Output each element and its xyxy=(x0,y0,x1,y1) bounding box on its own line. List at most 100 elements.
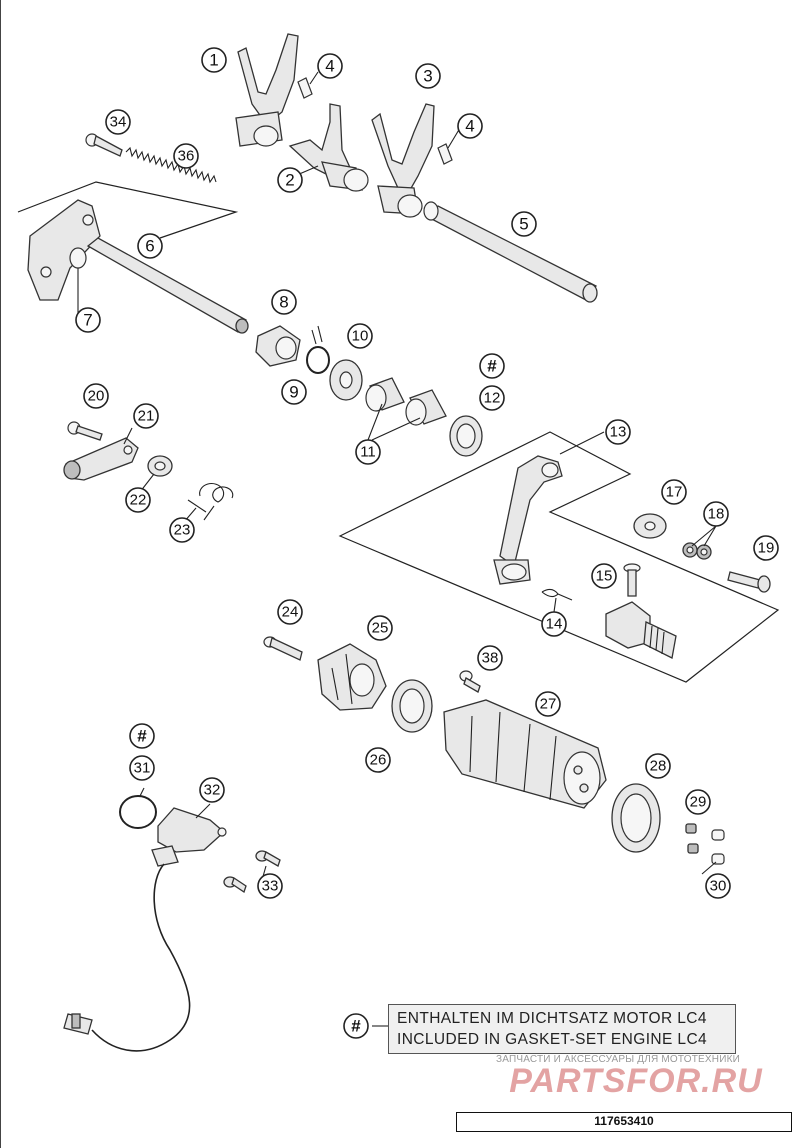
svg-text:18: 18 xyxy=(708,506,725,523)
watermark-tagline: ЗАПЧАСТИ И АКСЕССУАРЫ ДЛЯ МОТОТЕХНИКИ xyxy=(496,1054,741,1065)
retaining-ring-9[interactable] xyxy=(306,325,330,374)
svg-text:14: 14 xyxy=(546,616,563,633)
shift-drum-27[interactable] xyxy=(443,699,607,809)
shift-drum-locating-25[interactable] xyxy=(317,643,387,711)
bushing-8[interactable] xyxy=(255,325,301,367)
callout-3[interactable]: 3 xyxy=(415,63,441,89)
svg-text:8: 8 xyxy=(279,293,288,312)
callout-4-lower[interactable]: 4 xyxy=(457,113,483,139)
pins-30[interactable] xyxy=(711,829,725,865)
svg-text:#: # xyxy=(137,727,147,746)
callout-20[interactable]: 20 xyxy=(83,383,109,409)
bearing-28[interactable] xyxy=(611,783,661,853)
gear-position-sensor-32[interactable] xyxy=(63,807,227,1052)
callout-15[interactable]: 15 xyxy=(591,563,617,589)
screw-34[interactable] xyxy=(85,133,123,157)
leader-lines xyxy=(77,71,717,1027)
callout-hash-31[interactable]: # xyxy=(129,723,155,749)
washer-17[interactable] xyxy=(633,513,667,539)
spring-23[interactable] xyxy=(187,482,234,521)
callout-12[interactable]: 12 xyxy=(479,385,505,411)
callout-14[interactable]: 14 xyxy=(541,611,567,637)
screw-38[interactable] xyxy=(459,670,481,693)
callout-13[interactable]: 13 xyxy=(605,419,631,445)
callout-19[interactable]: 19 xyxy=(753,535,779,561)
svg-text:22: 22 xyxy=(130,492,147,509)
callout-17[interactable]: 17 xyxy=(661,479,687,505)
callout-9[interactable]: 9 xyxy=(281,379,307,405)
shift-fork-3[interactable] xyxy=(371,103,435,218)
svg-text:30: 30 xyxy=(710,878,727,895)
watermark-logo: PARTSFOR.RU xyxy=(509,1064,763,1098)
legend-line-english: INCLUDED IN GASKET-SET ENGINE LC4 xyxy=(397,1031,708,1048)
callout-25[interactable]: 25 xyxy=(367,615,393,641)
washer-7[interactable] xyxy=(69,247,87,269)
svg-text:25: 25 xyxy=(372,620,389,637)
callout-11[interactable]: 11 xyxy=(355,439,381,465)
spring-clip-14[interactable] xyxy=(541,588,573,601)
pin-15[interactable] xyxy=(623,563,641,597)
needle-bearing-11b[interactable] xyxy=(405,389,447,426)
screws-33[interactable] xyxy=(223,850,281,894)
pivot-bolt-16[interactable] xyxy=(605,601,677,659)
callout-31[interactable]: 31 xyxy=(129,755,155,781)
springs-29[interactable] xyxy=(685,823,699,854)
shift-shaft[interactable] xyxy=(27,199,249,334)
shift-rail[interactable] xyxy=(423,201,598,303)
lock-washers-18[interactable] xyxy=(682,542,712,560)
callout-22[interactable]: 22 xyxy=(125,487,151,513)
leader-lines-11 xyxy=(367,403,421,441)
callout-1[interactable]: 1 xyxy=(201,47,227,73)
svg-text:21: 21 xyxy=(138,408,155,425)
callout-4-upper[interactable]: 4 xyxy=(317,53,343,79)
svg-text:36: 36 xyxy=(178,148,195,165)
spring-36[interactable] xyxy=(125,146,217,184)
svg-text:#: # xyxy=(351,1017,361,1036)
callout-34[interactable]: 34 xyxy=(105,109,131,135)
callout-hash-legend[interactable]: # xyxy=(343,1013,369,1039)
callout-36[interactable]: 36 xyxy=(173,143,199,169)
callout-10[interactable]: 10 xyxy=(347,323,373,349)
shift-lever-13[interactable] xyxy=(493,455,563,585)
svg-text:13: 13 xyxy=(610,424,627,441)
bearing-26[interactable] xyxy=(391,679,433,733)
screw-24[interactable] xyxy=(263,636,303,661)
shift-fork-2[interactable] xyxy=(288,103,369,192)
callout-21[interactable]: 21 xyxy=(133,403,159,429)
callout-27[interactable]: 27 xyxy=(535,691,561,717)
needle-bearing-11a[interactable] xyxy=(365,377,405,412)
svg-text:31: 31 xyxy=(134,760,151,777)
svg-text:PARTSFOR.RU: PARTSFOR.RU xyxy=(509,1064,763,1098)
callout-23[interactable]: 23 xyxy=(169,517,195,543)
callout-8[interactable]: 8 xyxy=(271,289,297,315)
shift-fork-1[interactable] xyxy=(235,33,299,147)
svg-text:4: 4 xyxy=(325,57,334,76)
callout-28[interactable]: 28 xyxy=(645,753,671,779)
shaft-seal-12[interactable] xyxy=(449,415,483,457)
svg-text:9: 9 xyxy=(289,383,298,402)
callout-30[interactable]: 30 xyxy=(705,873,731,899)
callout-5[interactable]: 5 xyxy=(511,211,537,237)
o-ring-31[interactable] xyxy=(119,795,157,829)
diagram-code: 117653410 xyxy=(456,1112,792,1132)
bushing-22[interactable] xyxy=(147,455,173,477)
screw-19[interactable] xyxy=(727,571,771,593)
fork-pin-lower[interactable] xyxy=(437,143,453,165)
callout-29[interactable]: 29 xyxy=(685,789,711,815)
callout-33[interactable]: 33 xyxy=(257,873,283,899)
callout-24[interactable]: 24 xyxy=(277,599,303,625)
callout-2[interactable]: 2 xyxy=(277,167,303,193)
callout-hash-12[interactable]: # xyxy=(479,353,505,379)
fork-pin-upper[interactable] xyxy=(297,77,313,99)
lever-21[interactable] xyxy=(63,437,139,481)
washer-10[interactable] xyxy=(329,359,363,401)
svg-text:12: 12 xyxy=(484,390,501,407)
callout-7[interactable]: 7 xyxy=(75,307,101,333)
svg-text:11: 11 xyxy=(360,444,376,461)
screw-20[interactable] xyxy=(67,421,103,441)
callout-26[interactable]: 26 xyxy=(365,747,391,773)
callout-38[interactable]: 38 xyxy=(477,645,503,671)
callout-6[interactable]: 6 xyxy=(137,233,163,259)
callout-18[interactable]: 18 xyxy=(703,501,729,527)
callout-32[interactable]: 32 xyxy=(199,777,225,803)
